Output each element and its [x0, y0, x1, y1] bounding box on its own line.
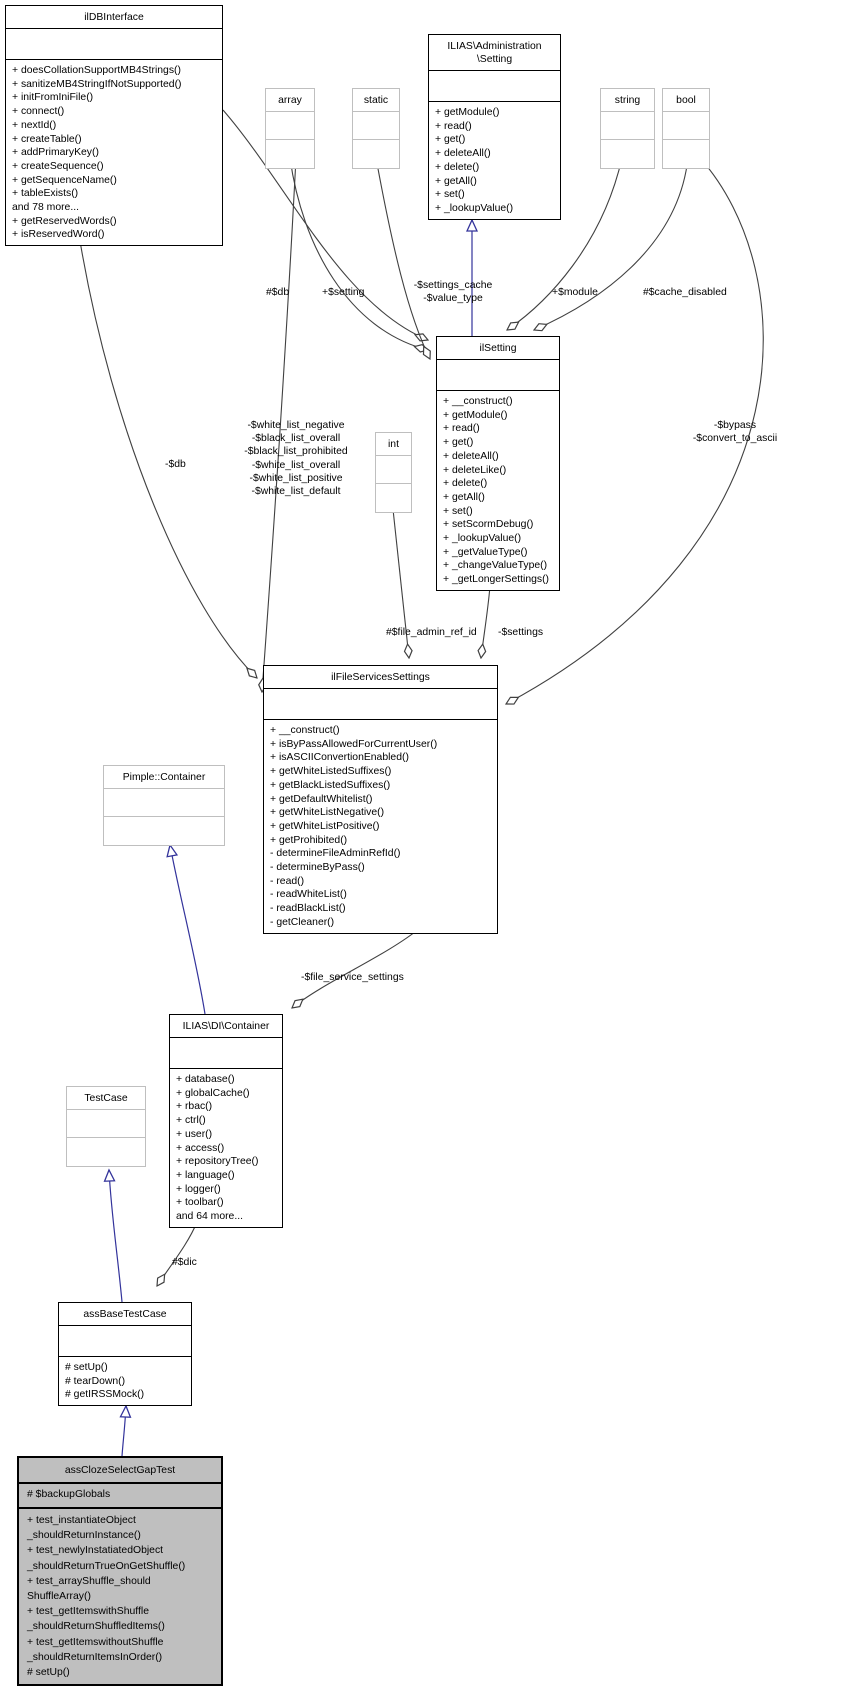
class-attrs [266, 112, 314, 140]
class-node-array[interactable]: array [265, 88, 315, 169]
class-methods: + doesCollationSupportMB4Strings()+ sani… [12, 65, 182, 241]
class-node-ilias-di-container[interactable]: ILIAS\DI\Container + database()+ globalC… [169, 1014, 283, 1228]
class-attrs [437, 360, 559, 391]
class-node-static[interactable]: static [352, 88, 400, 169]
class-attrs [67, 1110, 145, 1138]
edge-agg-static-ilsetting [375, 157, 430, 359]
class-methods: + __construct()+ getModule()+ read()+ ge… [443, 396, 549, 586]
class-title: assBaseTestCase [59, 1303, 191, 1326]
class-methods [353, 140, 399, 168]
class-title: ilFileServicesSettings [264, 666, 497, 689]
class-methods: + test_instantiateObject_shouldReturnIns… [27, 1515, 186, 1679]
class-methods: + __construct()+ isByPassAllowedForCurre… [270, 725, 438, 928]
class-node-int[interactable]: int [375, 432, 412, 513]
edge-inherit-dicontainer-pimple [170, 845, 206, 1015]
class-node-testcase[interactable]: TestCase [66, 1086, 146, 1167]
class-methods [266, 140, 314, 168]
class-title: ILIAS\Administration\Setting [429, 35, 560, 71]
class-attrs [104, 789, 224, 817]
class-title: string [601, 89, 654, 112]
class-attrs [59, 1326, 191, 1357]
edge-agg-array-ilsetting [289, 157, 428, 350]
edge-label-settings-cache-value-type: -$settings_cache-$value_type [413, 280, 493, 305]
class-node-assclozeselectgaptest[interactable]: assClozeSelectGapTest # $backupGlobals +… [17, 1456, 223, 1686]
edge-inherit-assclozeselectgaptest-assbasetestcase [122, 1406, 126, 1457]
edge-label-db-ilfileservicessettings: -$db [165, 459, 186, 470]
edge-label-bypass-convert-to-ascii: -$bypass-$convert_to_ascii [692, 420, 778, 445]
class-title: ilDBInterface [6, 6, 222, 29]
class-title: assClozeSelectGapTest [19, 1458, 221, 1484]
class-methods: + getModule()+ read()+ get()+ deleteAll(… [435, 107, 514, 214]
class-attrs [663, 112, 709, 140]
class-node-pimple-container[interactable]: Pimple::Container [103, 765, 225, 846]
class-attrs: # $backupGlobals [19, 1484, 221, 1509]
edge-label-cache-disabled: #$cache_disabled [643, 287, 727, 298]
class-title: bool [663, 89, 709, 112]
class-node-string[interactable]: string [600, 88, 655, 169]
class-node-assbasetestcase[interactable]: assBaseTestCase # setUp()# tearDown()# g… [58, 1302, 192, 1407]
class-attrs [376, 456, 411, 484]
edge-label-module: +$module [552, 287, 598, 298]
class-node-bool[interactable]: bool [662, 88, 710, 169]
edge-label-db-ilsetting: #$db [266, 287, 290, 298]
class-attrs [601, 112, 654, 140]
class-attrs [429, 71, 560, 102]
edge-agg-dicontainer-assbasetestcase [157, 1221, 198, 1286]
class-title: Pimple::Container [104, 766, 224, 789]
class-node-ildbinterface[interactable]: ilDBInterface + doesCollationSupportMB4S… [5, 5, 223, 247]
edge-label-file-service-settings: -$file_service_settings [301, 972, 404, 983]
edge-label-setting: +$setting [322, 287, 365, 298]
class-node-ilfileservicessettings[interactable]: ilFileServicesSettings + __construct()+ … [263, 665, 498, 934]
class-node-ilias-administration-setting[interactable]: ILIAS\Administration\Setting + getModule… [428, 34, 561, 220]
class-attrs [6, 29, 222, 60]
class-attrs [170, 1038, 282, 1069]
edge-label-dic: #$dic [172, 1257, 197, 1268]
class-methods [67, 1138, 145, 1166]
class-methods [663, 140, 709, 168]
edge-inherit-assbasetestcase-testcase [109, 1170, 123, 1303]
class-methods: # setUp()# tearDown()# getIRSSMock() [65, 1362, 145, 1401]
class-title: TestCase [67, 1087, 145, 1110]
edge-label-settings: -$settings [498, 627, 544, 638]
class-methods: + database()+ globalCache()+ rbac()+ ctr… [176, 1074, 259, 1223]
class-title: ilSetting [437, 337, 559, 360]
class-node-ilsetting[interactable]: ilSetting + __construct()+ getModule()+ … [436, 336, 560, 591]
class-title: ILIAS\DI\Container [170, 1015, 282, 1038]
class-methods [104, 817, 224, 845]
class-title: static [353, 89, 399, 112]
class-title: int [376, 433, 411, 456]
class-methods [601, 140, 654, 168]
class-attrs [353, 112, 399, 140]
class-title: array [266, 89, 314, 112]
edge-agg-ilsetting-ilfileservicessettings [481, 585, 491, 658]
class-methods [376, 484, 411, 512]
edge-label-file-admin-ref-id: #$file_admin_ref_id [386, 627, 477, 638]
edge-agg-ilfileservicessettings-dicontainer [292, 927, 421, 1008]
class-attrs [264, 689, 497, 720]
edge-label-white-lists: -$white_list_negative-$black_list_overal… [244, 420, 348, 498]
